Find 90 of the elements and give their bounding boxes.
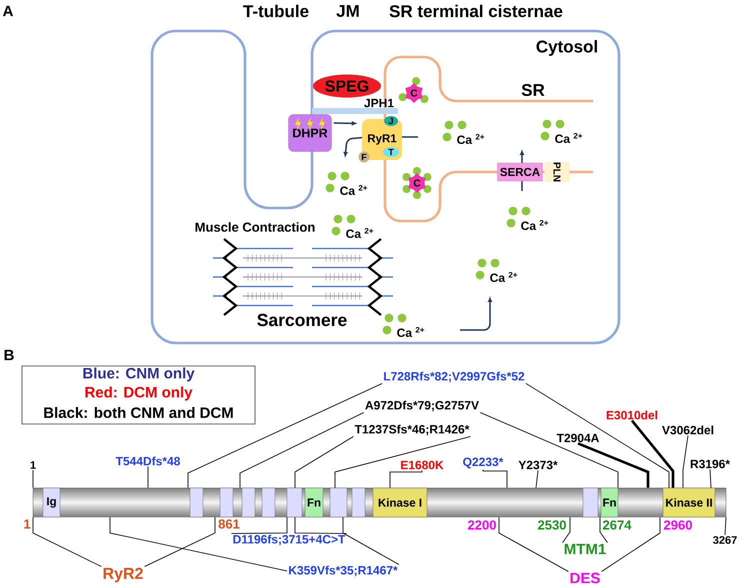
leader-line (724, 516, 726, 536)
gene-label: RyR2 (104, 568, 143, 582)
leader-line (482, 469, 508, 488)
region-title: SR terminal cisternae (390, 4, 562, 18)
channel-box: DHPR (288, 114, 332, 152)
leader-line (231, 516, 288, 534)
leader-line (334, 436, 471, 488)
domain-box: Fn (600, 488, 618, 518)
protein-blob: C (402, 167, 432, 199)
position-label: 2530 (538, 520, 566, 530)
domain-box: Kinase II (662, 488, 716, 518)
leader-line (600, 516, 608, 544)
leader-line (240, 412, 364, 488)
leader-line (32, 516, 102, 567)
domain-box (190, 488, 204, 518)
domain-box (262, 488, 276, 518)
calcium-ion-label: Ca $^{2+}$ (332, 214, 374, 238)
mutation-label: L728Rfs*82;V2997Gfs*52 (384, 372, 524, 382)
protein-blob: C (398, 77, 428, 103)
leader-line (682, 435, 688, 488)
leader-line (710, 469, 712, 488)
domain-box (242, 488, 256, 518)
leader-line (342, 516, 400, 565)
calcium-ion-label: Ca $^{2+}$ (442, 120, 484, 144)
region-title: T-tubule (243, 4, 308, 18)
gene-label: DES (570, 572, 600, 584)
domain-box (286, 488, 302, 518)
region-label: SR (522, 84, 544, 96)
position-label: 2674 (603, 520, 632, 530)
subunit-oval: J (384, 116, 398, 126)
calcium-ion-label: Ca $^{2+}$ (506, 206, 548, 230)
leader-line (601, 516, 660, 572)
panel-letter: A (2, 6, 14, 16)
mutation-label: T544Dfs*48 (116, 456, 180, 466)
leader-line (294, 516, 347, 534)
leader-line (578, 442, 650, 488)
region-label: Cytosol (536, 40, 597, 56)
mutation-label: A972Dfs*79;G2757V (365, 400, 479, 412)
subunit-oval: F (358, 152, 370, 162)
calcium-ion-label: Ca $^{2+}$ (540, 120, 582, 144)
mutation-label: E1680K (401, 460, 444, 470)
mutation-label: T1237Sfs*46;R1426* (354, 424, 470, 436)
leader-line (294, 436, 354, 488)
position-label: 1 (24, 520, 30, 528)
pump-box: SERCA (497, 162, 543, 182)
leader-line (526, 383, 670, 488)
arrow (334, 121, 356, 126)
calcium-ion-label: Ca $^{2+}$ (476, 258, 518, 282)
gene-label: MTM1 (564, 544, 606, 554)
position-label: 2960 (664, 520, 692, 530)
mutation-label: Q2233* (463, 458, 504, 468)
mutation-label: R3196* (690, 460, 730, 468)
membrane-bar: JPH1 (312, 98, 398, 114)
mutation-label: E3010del (606, 410, 658, 420)
panel-letter: B (4, 350, 14, 360)
leader-line (188, 383, 382, 488)
domain-box (582, 488, 598, 518)
position-label: 2200 (468, 520, 496, 530)
domain-box (220, 488, 234, 518)
domain-box (330, 488, 348, 518)
subunit-oval: T (383, 147, 399, 157)
leader-line (144, 516, 216, 567)
region-title: JM (336, 5, 359, 17)
domain-box: Fn (304, 488, 324, 518)
caption-label: Sarcomere (257, 314, 347, 326)
node-label: JPH1 (364, 98, 394, 108)
leader-line (480, 412, 618, 488)
domain-box (352, 488, 366, 518)
position-label: 3267 (713, 536, 737, 544)
mutation-label: Y2373* (518, 460, 558, 470)
mutation-label: T2904A (556, 434, 600, 442)
mutation-label: D1196fs;3715+4C>T (233, 534, 346, 546)
calcium-ion-label: Ca $^{2+}$ (326, 172, 368, 196)
leader-line (498, 516, 569, 572)
leader-line (631, 420, 674, 488)
domain-box: Kinase I (372, 488, 428, 518)
mutation-label: V3062del (662, 426, 714, 434)
position-label: 861 (218, 519, 240, 529)
mutation-label: K359Vfs*35;R1467* (289, 566, 398, 576)
calcium-ion-label: Ca $^{2+}$ (382, 314, 424, 338)
caption-label: Muscle Contraction (196, 222, 314, 232)
domain-box: Ig (42, 488, 60, 518)
leader-line (536, 470, 538, 488)
leader-line (32, 470, 34, 488)
legend-box: Blue: CNM only Red: DCM only Black: both CNM and DCM (22, 366, 256, 424)
leader-line (390, 470, 422, 488)
position-label: 1 (30, 461, 36, 469)
leader-line (562, 516, 570, 544)
protein-box: PLN (544, 162, 570, 182)
leader-line (110, 516, 288, 572)
